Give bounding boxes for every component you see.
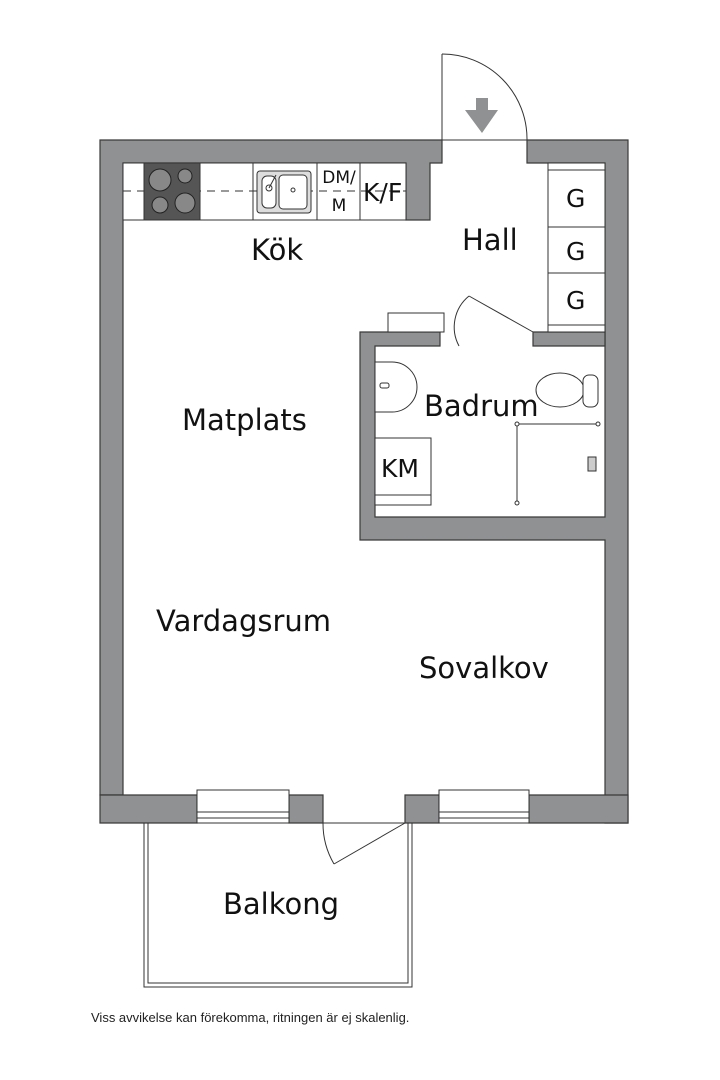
bathroom-fixtures (374, 361, 601, 506)
arrow-down-icon (465, 98, 498, 133)
kitchen-counter (122, 162, 407, 221)
wardrobe-label: G (566, 237, 586, 266)
washing-machine-label: KM (381, 454, 419, 483)
room-label-alcove: Sovalkov (419, 651, 549, 685)
wardrobes (547, 162, 606, 333)
room-label-dining: Matplats (182, 403, 307, 437)
disclaimer-text: Viss avvikelse kan förekomma, ritningen … (91, 1010, 410, 1025)
entrance-door (441, 53, 528, 141)
wardrobe-label: G (566, 184, 586, 213)
bathroom-door (453, 295, 534, 347)
dishwasher-label-top: DM/ (322, 168, 356, 188)
room-label-hall: Hall (462, 223, 518, 257)
dishwasher-label-bottom: M (331, 196, 347, 216)
fridge-freezer-label: K/F (363, 178, 403, 207)
room-label-living: Vardagsrum (156, 604, 332, 638)
wardrobe-label: G (566, 286, 586, 315)
room-label-balcony: Balkong (223, 887, 340, 921)
balcony (143, 822, 413, 988)
windows (196, 789, 530, 824)
room-label-bathroom: Badrum (424, 389, 539, 423)
room-label-kitchen: Kök (251, 233, 304, 267)
